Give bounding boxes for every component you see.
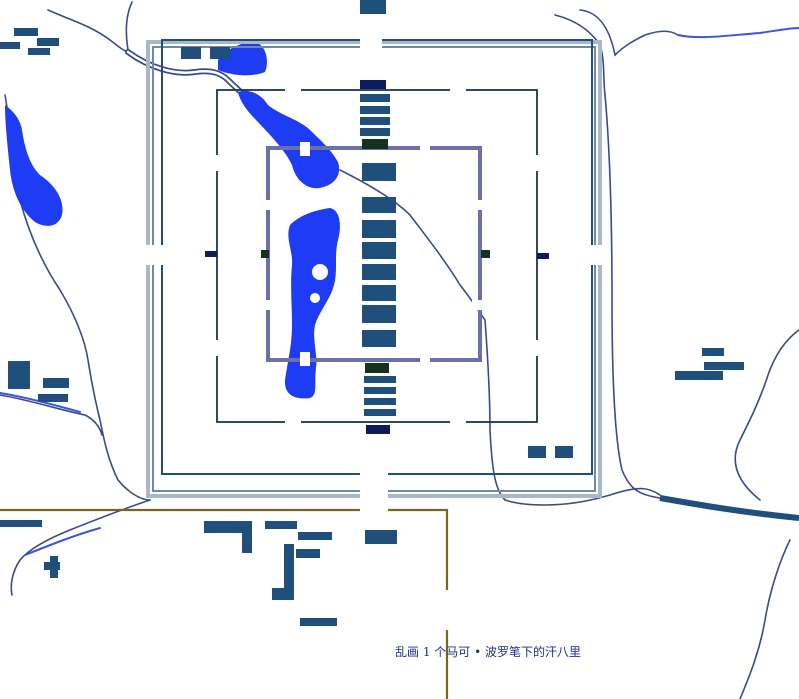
gate-markers [205, 80, 549, 434]
south-city-wall [0, 508, 449, 699]
rivers-blue [0, 27, 799, 556]
lake-islands [310, 264, 328, 303]
river-southeast-thick [659, 495, 799, 521]
buildings [0, 0, 744, 626]
building-north-gate [360, 0, 386, 14]
lake-north-pond [218, 42, 267, 76]
river-west-lower [0, 394, 103, 436]
river-north-branch [125, 1, 133, 51]
river-southeast [739, 539, 791, 699]
lakes [5, 42, 340, 399]
lake-west [5, 105, 63, 226]
river-southwest [10, 499, 151, 596]
river-east-loop [734, 329, 799, 501]
island-yingzhou [310, 293, 320, 303]
wall-gates [145, 36, 604, 500]
island-qionghua [312, 264, 328, 280]
lake-jishuitan [238, 90, 340, 189]
river-southwest-blue [24, 527, 101, 556]
river-east-main [604, 94, 661, 499]
river-east-branch [579, 9, 679, 57]
map-caption: 乱画 1 个马可 • 波罗笔下的汗八里 [395, 645, 581, 659]
river-west-valley [19, 199, 151, 501]
river-east-north [554, 14, 606, 96]
river-diagonal-city [339, 169, 661, 506]
river-north-creek [47, 9, 129, 53]
south-gate-gap [360, 500, 388, 520]
river-northeast-blue [677, 27, 799, 39]
lake-taiye [284, 208, 340, 399]
